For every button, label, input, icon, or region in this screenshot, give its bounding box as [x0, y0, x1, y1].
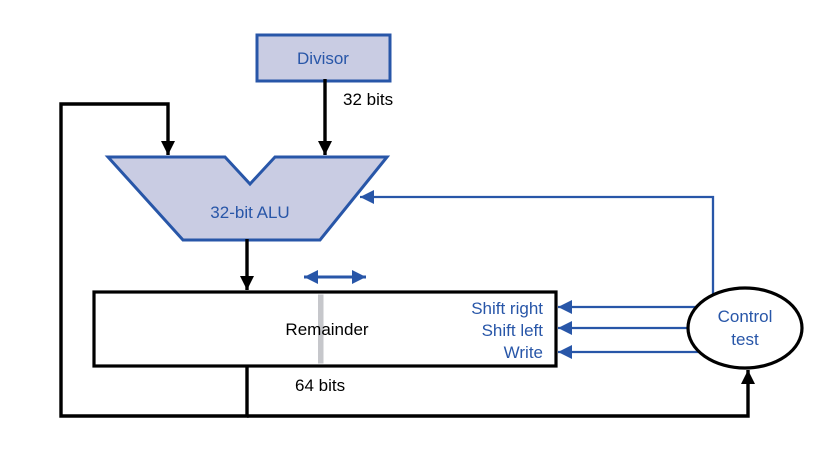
- divisor-label: Divisor: [297, 49, 349, 68]
- control-test-oval: [686, 286, 804, 370]
- remainder-divider-bar: [318, 294, 324, 364]
- remainder-register-box: [92, 290, 558, 368]
- alu-label: 32-bit ALU: [210, 203, 289, 222]
- divisor-width-label: 32 bits: [343, 90, 393, 109]
- control-test-label-line1: Control: [718, 307, 773, 326]
- write-label: Write: [504, 343, 543, 362]
- control-to-alu-line: [360, 190, 715, 295]
- control-test-label-line2: test: [731, 330, 759, 349]
- remainder-width-label: 64 bits: [295, 376, 345, 395]
- remainder-label: Remainder: [285, 320, 368, 339]
- remainder-feedback-loop-line: [59, 102, 249, 418]
- shift-right-label: Shift right: [471, 299, 543, 318]
- alu-shape: [104, 155, 391, 242]
- shift-left-label: Shift left: [482, 321, 544, 340]
- remainder-to-control-line: [247, 370, 755, 418]
